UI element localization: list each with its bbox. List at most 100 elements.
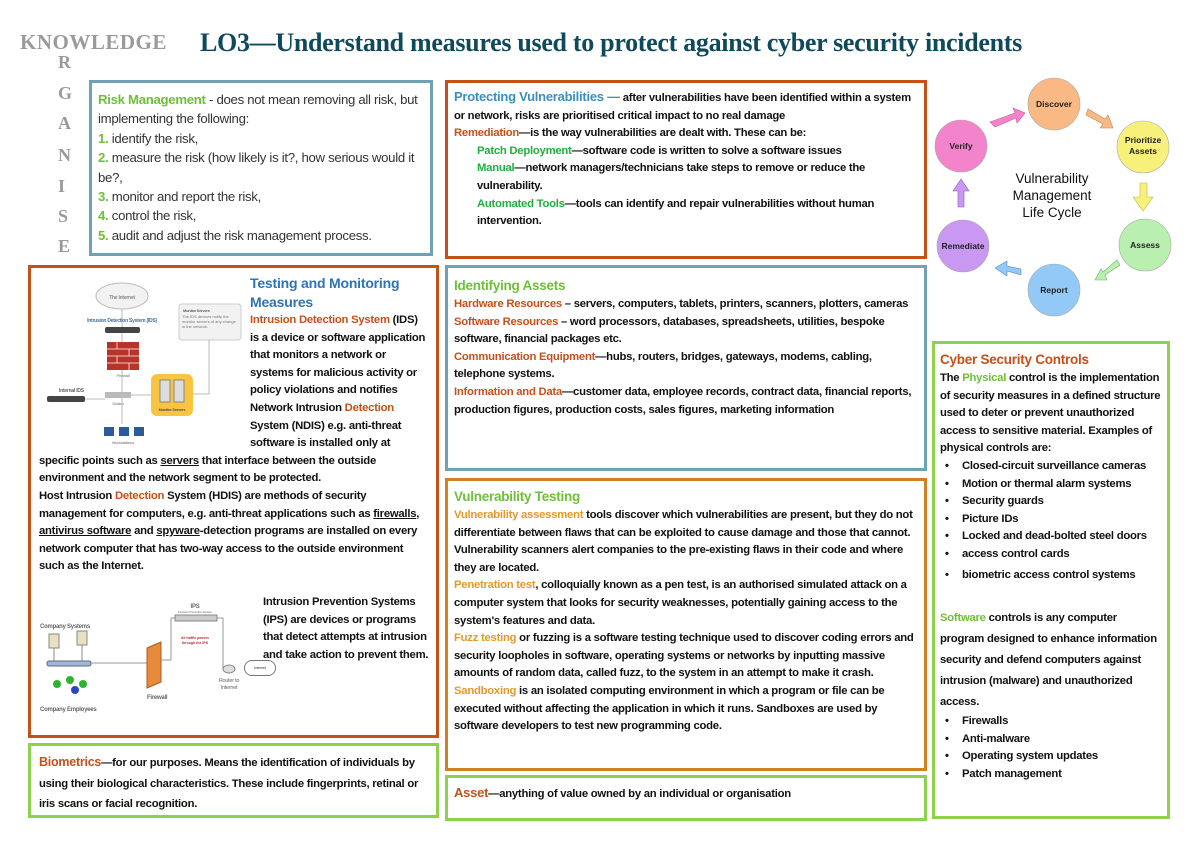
arrow-icon bbox=[989, 107, 1026, 128]
diagram-label: Internal IDS bbox=[59, 388, 85, 394]
vuln-item: Penetration test, colloquially known as … bbox=[454, 577, 918, 630]
step-text: audit and adjust the risk management pro… bbox=[108, 227, 372, 243]
step-text: control the risk, bbox=[108, 208, 197, 224]
software-term: Software bbox=[940, 612, 986, 625]
page-title: LO3—Understand measures used to protect … bbox=[200, 28, 1022, 57]
ndis-text: System (NDIS) e.g. anti-threat software … bbox=[39, 419, 402, 467]
workstation-icon bbox=[134, 427, 144, 436]
diagram-label: Intrusion Prevention System bbox=[178, 610, 213, 614]
remediation-term: Remediation bbox=[454, 127, 520, 140]
identifying-assets-box: Identifying Assets Hardware Resources – … bbox=[445, 265, 927, 471]
vuln-testing-heading: Vulnerability Testing bbox=[454, 489, 581, 504]
stage-report: Report bbox=[1027, 263, 1081, 317]
list-item: Firewalls bbox=[945, 713, 1162, 731]
diagram-label: Switch bbox=[112, 401, 124, 406]
step-text: monitor and report the risk, bbox=[108, 189, 262, 205]
assets-heading: Identifying Assets bbox=[454, 278, 566, 293]
server-icon bbox=[76, 630, 88, 646]
physical-paragraph: The Physical control is the implementati… bbox=[940, 372, 1161, 455]
biometrics-box: Biometrics—for our purposes. Means the i… bbox=[28, 743, 439, 818]
arrow-icon bbox=[1094, 259, 1121, 281]
item-term: Manual bbox=[477, 162, 515, 175]
organise-letter: E bbox=[58, 236, 71, 256]
stage-remediate: Remediate bbox=[936, 219, 990, 273]
ids-diagram: The Internet Intrusion Detection System … bbox=[39, 274, 244, 452]
monitor-note bbox=[178, 303, 242, 341]
network-bus-icon bbox=[46, 660, 92, 667]
remediation-item: Patch Deployment—software code is writte… bbox=[454, 143, 918, 161]
testing-monitoring-box: The Internet Intrusion Detection System … bbox=[28, 265, 439, 738]
step-number: 3. bbox=[98, 189, 109, 205]
ids-text: (IDS) is a device or software applicatio… bbox=[250, 314, 426, 414]
diagram-label: All traffic passes through the IPS bbox=[180, 636, 209, 645]
item-text: – word processors, databases, spreadshee… bbox=[454, 315, 885, 346]
step-number: 2. bbox=[98, 150, 109, 166]
ips-internet-cloud: Internet bbox=[244, 660, 276, 676]
diagram-label: Intrusion Detection System (IDS) bbox=[87, 318, 157, 324]
stage-label: Prioritize Assets bbox=[1124, 135, 1162, 156]
testing-heading: Testing and Monitoring Measures bbox=[250, 275, 400, 310]
stage-label: Assess bbox=[1130, 240, 1160, 250]
antivirus-link: antivirus software bbox=[39, 525, 132, 538]
item-term: Vulnerability assessment bbox=[454, 509, 584, 521]
firewall-icon bbox=[146, 641, 162, 689]
risk-step: 4. control the risk, bbox=[98, 206, 424, 225]
asset-definition-box: Asset—anything of value owned by an indi… bbox=[445, 775, 927, 821]
stage-label: Verify bbox=[949, 141, 972, 151]
item-text: tools discover which vulnerabilities are… bbox=[454, 509, 913, 574]
organise-letter: R bbox=[58, 52, 71, 72]
item-text: is an isolated computing environment in … bbox=[454, 684, 885, 733]
asset-item: Communication Equipment—hubs, routers, b… bbox=[454, 349, 918, 384]
ips-device-icon bbox=[174, 614, 218, 622]
server-icon bbox=[48, 633, 60, 649]
ips-text: Intrusion Prevention Systems (IPS) are d… bbox=[263, 596, 429, 661]
diagram-label: Company Systems bbox=[40, 624, 91, 630]
ips-diagram: Company Systems Company Employees Firewa… bbox=[35, 598, 255, 723]
ndis-term: Detection bbox=[344, 401, 394, 414]
ids-term: Intrusion Detection System bbox=[250, 314, 390, 326]
servers-link: servers bbox=[160, 454, 199, 467]
stage-assess: Assess bbox=[1118, 218, 1172, 272]
risk-intro: - does not mean removing all risk, but i… bbox=[98, 92, 418, 127]
item-term: Information and Data bbox=[454, 385, 562, 398]
protecting-intro: after vulnerabilities have been identifi… bbox=[454, 92, 911, 122]
list-item: Patch management bbox=[945, 766, 1162, 784]
knowledge-label: KNOWLEDGE bbox=[20, 30, 167, 54]
stage-verify: Verify bbox=[934, 119, 988, 173]
organise-letter: N bbox=[58, 145, 71, 165]
asset-item: Hardware Resources – servers, computers,… bbox=[454, 296, 918, 314]
organise-letter: S bbox=[58, 206, 69, 226]
switch-icon bbox=[105, 392, 131, 398]
step-number: 4. bbox=[98, 208, 109, 224]
item-text: —software code is written to solve a sof… bbox=[571, 144, 842, 157]
ids-device-icon bbox=[105, 327, 140, 333]
item-term: Penetration test bbox=[454, 579, 536, 592]
item-term: Fuzz testing bbox=[454, 632, 517, 645]
item-term: Patch Deployment bbox=[477, 144, 572, 157]
list-item: Anti-malware bbox=[945, 731, 1162, 749]
list-item: Security guards bbox=[945, 493, 1162, 511]
lifecycle-title: Vulnerability Management Life Cycle bbox=[1013, 171, 1092, 220]
hdis-term: Detection bbox=[114, 489, 165, 502]
software-paragraph: Software controls is any computer progra… bbox=[940, 612, 1157, 709]
vulnerability-testing-box: Vulnerability Testing Vulnerability asse… bbox=[445, 478, 927, 771]
asset-term: Asset bbox=[454, 785, 489, 800]
stage-circle bbox=[1027, 77, 1081, 131]
asset-text: —anything of value owned by an individua… bbox=[488, 788, 791, 800]
internal-ids-icon bbox=[47, 396, 85, 402]
item-text: —hubs, routers, bridges, gateways, modem… bbox=[454, 350, 872, 381]
item-text: —network managers/technicians take steps… bbox=[477, 162, 866, 192]
spyware-link: spyware bbox=[156, 525, 200, 538]
physical-controls-list: Closed-circuit surveillance cameras Moti… bbox=[940, 458, 1162, 584]
firewalls-link: firewalls bbox=[373, 507, 417, 520]
asset-item: Information and Data—customer data, empl… bbox=[454, 384, 918, 419]
vuln-item: Sandboxing is an isolated computing envi… bbox=[454, 683, 918, 736]
step-number: 5. bbox=[98, 227, 109, 243]
item-text: or fuzzing is a software testing techniq… bbox=[454, 632, 914, 680]
remediation-item: Manual—network managers/technicians take… bbox=[454, 160, 918, 195]
diagram-label: IPS bbox=[191, 604, 200, 610]
risk-management-box: Risk Management - does not mean removing… bbox=[89, 80, 433, 256]
risk-step: 1. identify the risk, bbox=[98, 129, 424, 148]
stage-prioritize: Prioritize Assets bbox=[1116, 120, 1170, 174]
item-term: Automated Tools bbox=[477, 197, 565, 210]
